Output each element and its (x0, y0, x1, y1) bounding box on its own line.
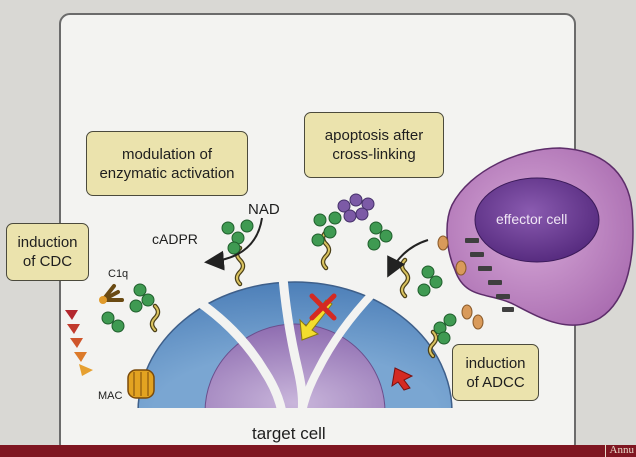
c1q-label: C1q (108, 268, 129, 280)
fc-domains (437, 235, 484, 330)
apoptosis-label-box: apoptosis after cross-linking (304, 112, 444, 178)
enzymatic-label-box: modulation of enzymatic activation (86, 131, 248, 196)
target-cell (130, 265, 460, 414)
adcc-arrow (387, 239, 429, 278)
mac-pore-icon (127, 369, 155, 399)
crosslink-antibody (337, 193, 375, 223)
apoptosis-label: apoptosis after cross-linking (324, 127, 424, 163)
effector-nucleus (474, 177, 600, 263)
antibody-icon (101, 211, 457, 345)
footer-bar: Annu (0, 444, 636, 457)
effector-cell-label: effector cell (496, 211, 568, 227)
nad-label: NAD (248, 201, 280, 218)
adcc-label-box: induction of ADCC (452, 344, 539, 401)
red-arrow-icon (391, 367, 414, 391)
complement-triangles-icon (65, 310, 93, 376)
cdc-label-box: induction of CDC (6, 223, 89, 281)
block-x-icon (299, 293, 337, 341)
target-cell-label: target cell (252, 424, 326, 443)
fc-receptors (465, 238, 514, 312)
enzymatic-arrow (204, 217, 263, 271)
footer-text: Annu (604, 444, 634, 457)
adcc-label: induction of ADCC (465, 354, 526, 391)
c1q-icon (99, 284, 124, 304)
cadpr-label: cADPR (152, 231, 198, 247)
enzymatic-label: modulation of enzymatic activation (99, 145, 235, 182)
cdc-label: induction of CDC (17, 234, 78, 270)
mac-label: MAC (98, 390, 123, 402)
